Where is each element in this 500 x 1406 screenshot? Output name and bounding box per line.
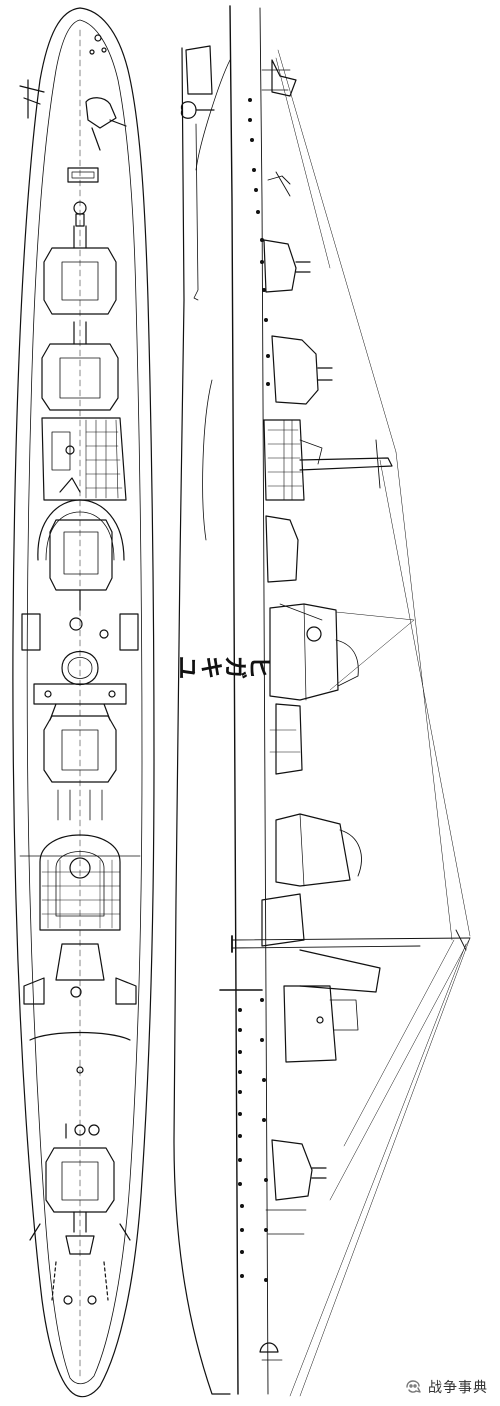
plan-turret-4 — [43, 715, 117, 821]
plan-view — [12, 7, 155, 1398]
plan-turret-2 — [41, 321, 119, 411]
plan-hull-outline — [12, 7, 155, 1398]
plan-turret-1 — [43, 201, 117, 315]
plan-turret-5 — [45, 1147, 115, 1255]
plan-turret-3 — [37, 499, 125, 611]
wechat-channel-icon — [406, 1380, 421, 1393]
watermark-text: 战争事典 — [428, 1380, 488, 1396]
profile-portholes — [238, 98, 270, 1282]
hull-name-lettering: ヒガキユ — [176, 651, 272, 679]
plan-torpedo-mount — [19, 834, 141, 931]
plan-bridge-area — [41, 417, 127, 501]
watermark: 战争事典 — [404, 1376, 488, 1398]
profile-keel-line — [173, 47, 231, 1395]
profile-turret-1 — [263, 239, 311, 293]
profile-turret-2 — [271, 335, 333, 405]
profile-view — [173, 5, 471, 1397]
profile-turret-3 — [265, 515, 299, 583]
profile-turret-5 — [271, 1139, 327, 1201]
